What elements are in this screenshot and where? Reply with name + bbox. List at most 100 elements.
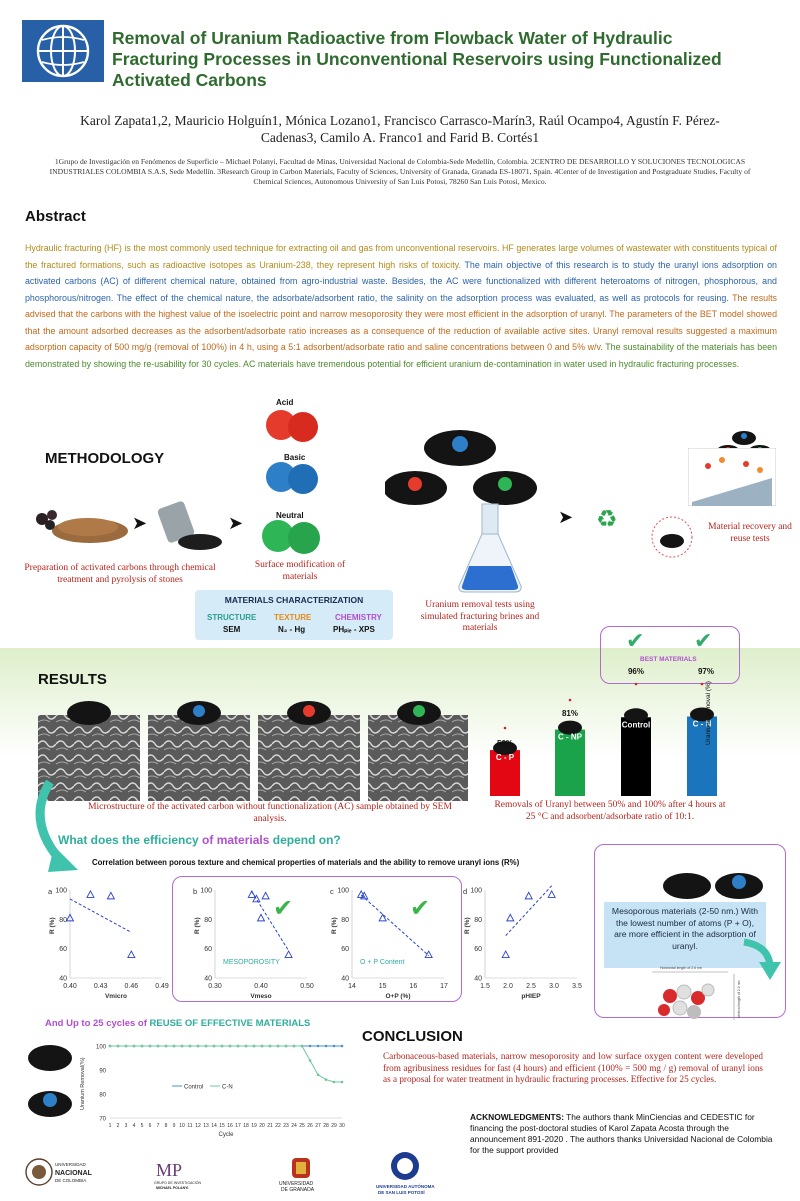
scatter-x-tick: 14 <box>348 983 356 990</box>
bar-value-label: 81% <box>562 709 578 718</box>
check-icon: ✔ <box>273 896 293 922</box>
line-x-tick: 12 <box>195 1123 201 1129</box>
question-heading: What does the efficiency of materials de… <box>58 833 341 847</box>
scatter-y-tick: 100 <box>200 888 212 895</box>
line-x-tick: 22 <box>275 1123 281 1129</box>
line-x-tick: 18 <box>243 1123 249 1129</box>
legend-label: Control <box>184 1085 203 1091</box>
poster-title: Removal of Uranium Radioactive from Flow… <box>112 28 722 90</box>
removal-y-axis-label: Uranium Removal (%) <box>705 681 712 745</box>
legend-label: C-N <box>222 1085 233 1091</box>
line-point <box>108 1044 112 1048</box>
scatter-point <box>261 891 270 900</box>
scatter-x-tick: 0.40 <box>254 983 268 990</box>
step4-caption: Material recovery and reuse tests <box>708 522 792 544</box>
bar-marker-dot <box>503 726 507 730</box>
abstract-sustainability: The sustainability of the materials has … <box>25 342 778 369</box>
scatter-point <box>127 950 136 958</box>
scatter-y-label: R (%) <box>49 917 56 934</box>
reuse-carbons-image <box>25 1042 75 1127</box>
removal-caption: Removals of Uranyl between 50% and 100% … <box>494 800 726 822</box>
line-point <box>308 1044 312 1048</box>
line-x-tick: 23 <box>283 1123 289 1129</box>
scatter-y-tick: 80 <box>59 917 67 924</box>
scatter-x-tick: 3.5 <box>572 983 582 990</box>
line-point <box>172 1044 176 1048</box>
scatter-x-tick: 0.50 <box>300 983 314 990</box>
mp-logo-line1: GRUPO DE INVESTIGACIÓN <box>154 1180 202 1185</box>
line-x-tick: 24 <box>291 1123 297 1129</box>
scatter-x-tick: 0.40 <box>63 983 77 990</box>
scatter-x-label: Vmeso <box>250 993 271 1000</box>
reuse-part-b: REUSE OF EFFECTIVE MATERIALS <box>149 1018 311 1029</box>
unal-logo-line2: NACIONAL <box>55 1170 93 1177</box>
best-materials-box <box>600 626 740 684</box>
scatter-trend-line <box>251 891 290 951</box>
scatter-point <box>252 894 261 903</box>
carbon-can-image <box>157 498 224 557</box>
line-x-tick: 6 <box>149 1123 152 1129</box>
char-structure-value: SEM <box>223 625 241 634</box>
abstract-heading: Abstract <box>25 208 86 225</box>
line-x-tick: 2 <box>117 1123 120 1129</box>
arrow-icon: ➤ <box>228 513 244 533</box>
scatter-annotation: O + P Content <box>360 959 404 966</box>
scatter-y-tick: 60 <box>59 946 67 953</box>
basic-label: Basic <box>284 453 306 462</box>
line-point <box>204 1044 208 1048</box>
bar-carbon-heap <box>690 707 714 722</box>
molecule-vertical-label: Vertical length of 2.0 nm <box>737 980 741 1018</box>
ack-label: ACKNOWLEDGMENTS: <box>470 1112 564 1122</box>
unal-logo-line1: UNIVERSIDAD <box>55 1162 87 1167</box>
acknowledgments: ACKNOWLEDGMENTS: The authors thank MinCi… <box>470 1112 780 1156</box>
logo-michael-polanyi: MP GRUPO DE INVESTIGACIÓN MICHAEL POLANY… <box>150 1158 210 1197</box>
scatter-point <box>86 889 95 898</box>
scatter-y-tick: 80 <box>204 917 212 924</box>
reuse-heading: And Up to 25 cycles of REUSE OF EFFECTIV… <box>45 1018 310 1029</box>
step1-caption: Preparation of activated carbons through… <box>24 563 216 585</box>
scatter-point <box>256 913 266 922</box>
logo-ugr: UNIVERSIDAD DE GRANADA <box>272 1156 332 1199</box>
scatter-y-tick: 100 <box>337 888 349 895</box>
scatter-point <box>284 950 293 958</box>
question-part-b: of materials <box>202 833 273 847</box>
scatter-y-tick: 60 <box>474 946 482 953</box>
scatter-y-tick: 100 <box>55 888 67 895</box>
scatter-trend-line <box>505 885 553 936</box>
conclusion-text: Carbonaceous-based materials, narrow mes… <box>383 1051 763 1084</box>
bar-marker-dot <box>568 698 572 702</box>
scatter-x-tick: 3.0 <box>549 983 559 990</box>
author-list: Karol Zapata1,2, Mauricio Holguín1, Móni… <box>80 113 720 145</box>
bar-category-label: C - NP <box>558 733 583 742</box>
line-x-tick: 3 <box>125 1123 128 1129</box>
line-point <box>244 1044 248 1048</box>
line-point <box>124 1044 128 1048</box>
bar-value-label: 96% <box>628 668 644 676</box>
scatter-y-tick: 60 <box>341 946 349 953</box>
line-y-label: Uranium Removal(%) <box>80 1057 86 1110</box>
scatter-x-tick: 2.5 <box>526 983 536 990</box>
affiliations: 1Grupo de Investigación en Fenómenos de … <box>49 157 751 186</box>
line-x-tick: 4 <box>133 1123 136 1129</box>
logo-unal: UNIVERSIDAD NACIONAL DE COLOMBIA <box>25 1156 97 1195</box>
char-structure-label: STRUCTURE <box>207 613 257 622</box>
bar-value-label: 56% <box>497 739 513 748</box>
scatter-x-tick: 2.0 <box>503 983 513 990</box>
reuse-diagram <box>687 447 777 511</box>
bar-c-p <box>490 750 520 796</box>
line-point <box>268 1044 272 1048</box>
scatter-x-tick: 1.5 <box>480 983 490 990</box>
scatter-y-label: R (%) <box>464 917 471 934</box>
line-x-tick: 20 <box>259 1123 265 1129</box>
scatter-x-tick: 15 <box>379 983 387 990</box>
scatter-panel-label: b <box>193 887 197 896</box>
scatter-point <box>65 913 75 922</box>
results-heading: RESULTS <box>38 671 107 688</box>
line-x-tick: 5 <box>141 1123 144 1129</box>
scatter-y-tick: 40 <box>204 976 212 983</box>
bar-carbon-heap <box>624 708 648 723</box>
line-x-tick: 9 <box>173 1123 176 1129</box>
basic-group: Basic <box>262 450 324 496</box>
